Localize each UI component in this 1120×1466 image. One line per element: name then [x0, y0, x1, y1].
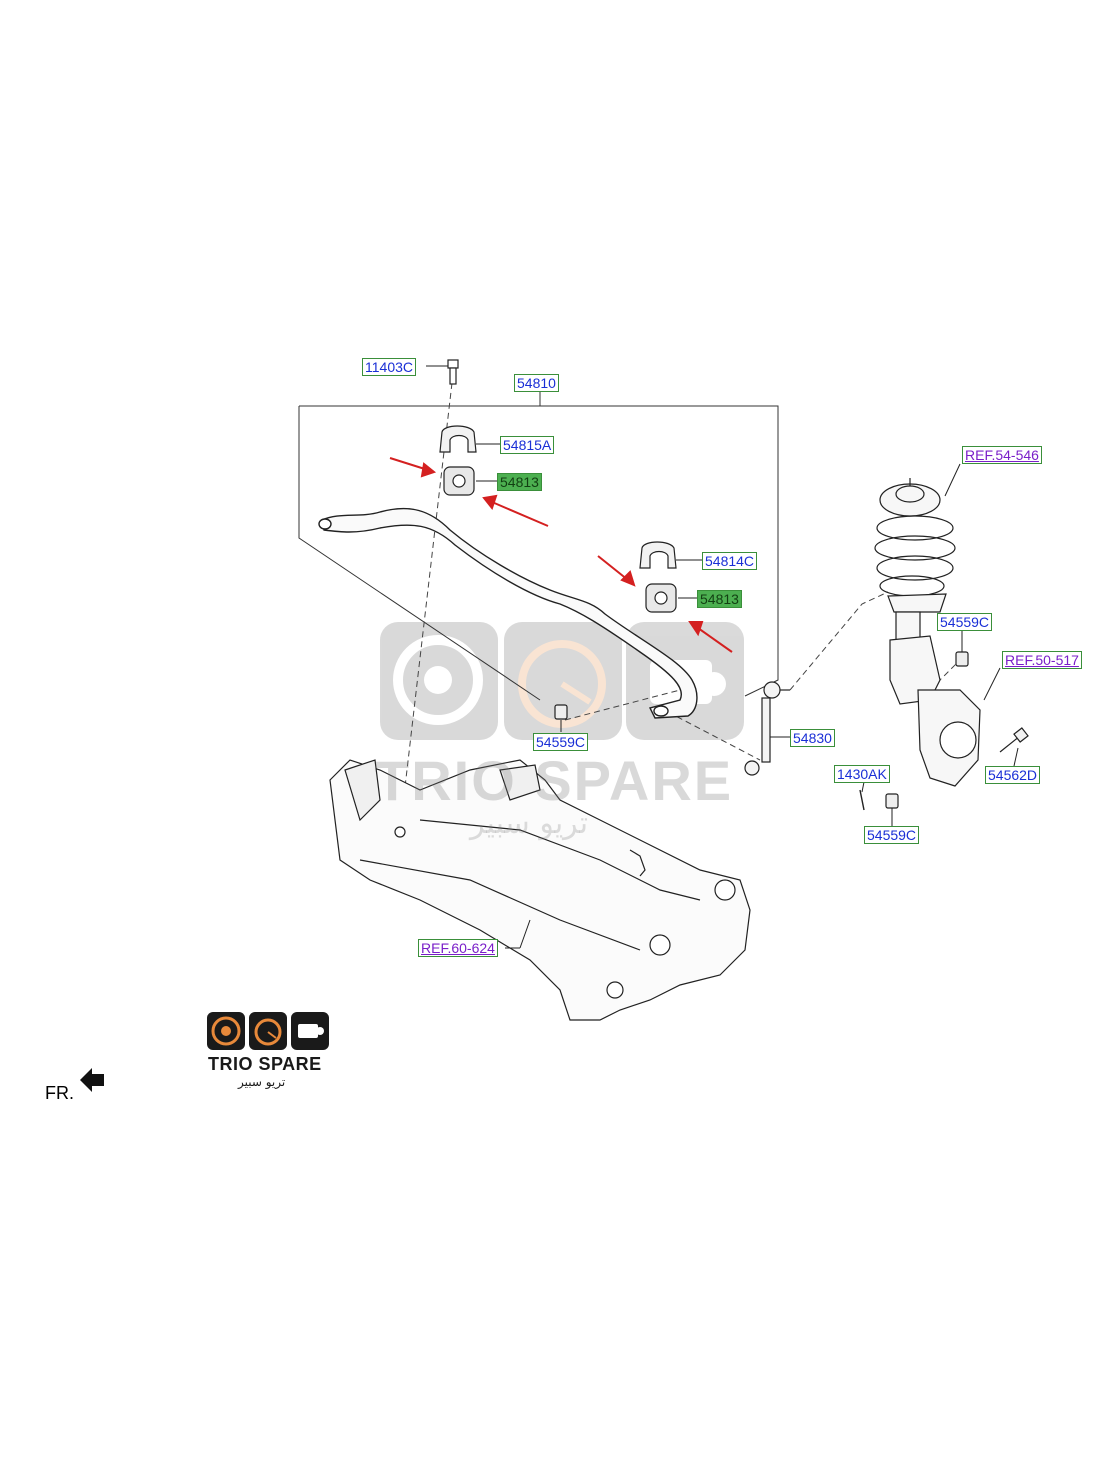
- label-bushing-2[interactable]: 54813: [697, 590, 742, 608]
- bushing-1-icon: [443, 466, 475, 496]
- brand-logo: [207, 1012, 329, 1050]
- direction-label: FR.: [45, 1083, 74, 1103]
- label-bracket-1[interactable]: 54815A: [500, 436, 555, 454]
- label-bolt-right[interactable]: 54562D: [985, 766, 1041, 784]
- label-crossmember-ref[interactable]: REF.60-624: [418, 939, 498, 957]
- screw-icon: [859, 789, 865, 811]
- label-bracket-2[interactable]: 54814C: [702, 552, 758, 570]
- nut-lower-right-icon: [885, 793, 899, 809]
- label-bushing-1[interactable]: 54813: [497, 473, 542, 491]
- label-link[interactable]: 54830: [790, 729, 835, 747]
- stabilizer-bar: [318, 507, 698, 719]
- label-bolt-top[interactable]: 11403C: [362, 358, 417, 376]
- label-stabilizer-assy[interactable]: 54810: [514, 374, 559, 392]
- assembly-outline: [298, 392, 779, 701]
- label-nut-center[interactable]: 54559C: [533, 733, 589, 751]
- nut-upper-right-icon: [955, 651, 969, 667]
- leader-lines: [426, 365, 1019, 949]
- label-strut-ref[interactable]: REF.54-546: [962, 446, 1042, 464]
- highlight-arrows: [389, 457, 733, 653]
- label-nut-lower-right[interactable]: 54559C: [864, 826, 920, 844]
- bolt-right-icon: [999, 727, 1029, 753]
- dashed-leaders: [399, 382, 961, 831]
- label-knuckle-ref[interactable]: REF.50-517: [1002, 651, 1082, 669]
- knuckle-assembly: [917, 689, 981, 787]
- watermark-brand-name: TRIO SPARE: [375, 749, 734, 812]
- brand-arabic: تريو سبير: [238, 1075, 286, 1089]
- bracket-2-icon: [639, 541, 677, 569]
- label-screw[interactable]: 1430AK: [834, 765, 890, 783]
- strut-assembly: [874, 478, 956, 705]
- label-nut-upper-right[interactable]: 54559C: [937, 613, 993, 631]
- bushing-2-icon: [645, 583, 677, 613]
- direction-arrow-icon: [80, 1068, 104, 1092]
- watermark-brand-arabic: تريو سبير: [470, 806, 589, 841]
- bolt-icon: [447, 359, 459, 385]
- bracket-1-icon: [439, 425, 477, 453]
- stabilizer-link-icon: [744, 681, 790, 776]
- brand-name: TRIO SPARE: [208, 1054, 322, 1074]
- nut-center-icon: [554, 704, 568, 720]
